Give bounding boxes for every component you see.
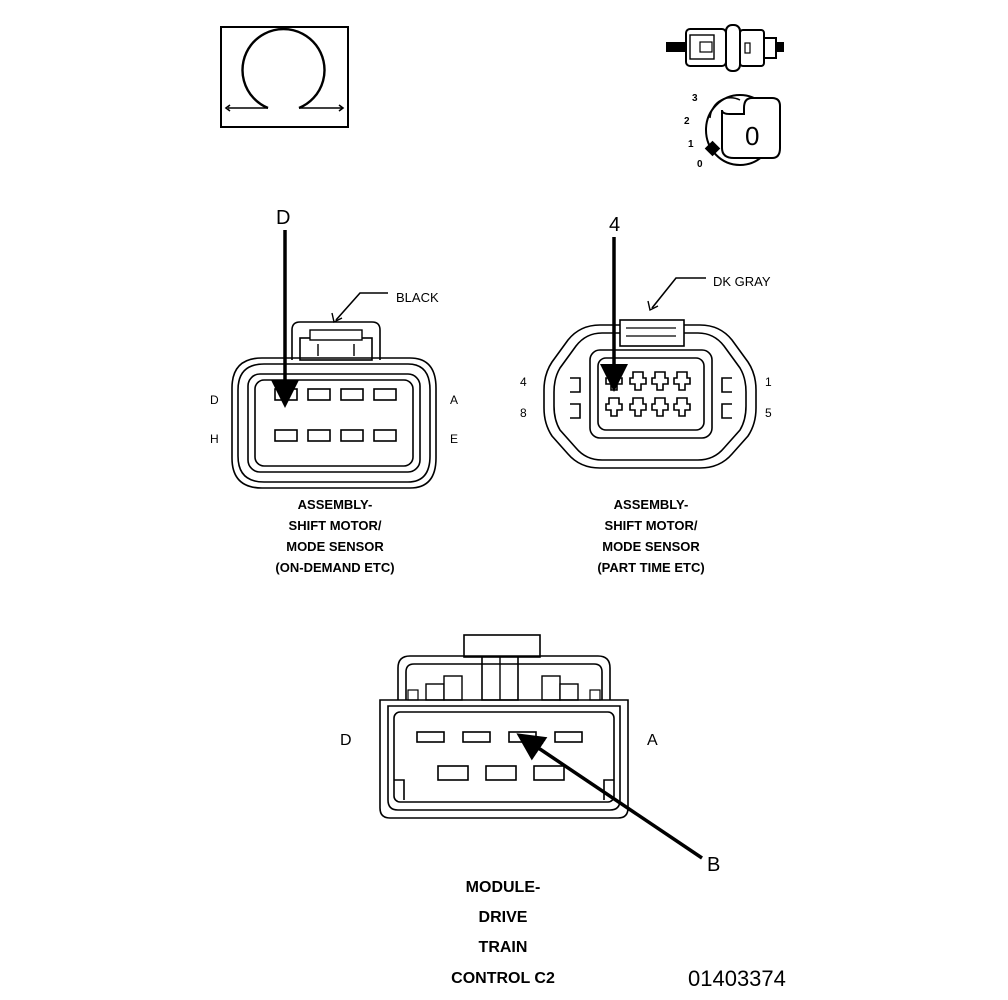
- connector-left-pin-a: A: [450, 393, 458, 407]
- color-leader-left: [335, 292, 388, 321]
- terminal-row-bottom: [437, 765, 565, 781]
- connector-left-pin-e: E: [450, 432, 458, 446]
- color-leader-right: [651, 277, 706, 309]
- connector-bottom-caption-2: DRIVE: [479, 909, 528, 926]
- callout-4-label: 4: [609, 214, 620, 236]
- connector-bottom-caption-4: CONTROL C2: [451, 970, 555, 987]
- connector-left-body: [231, 321, 437, 489]
- terminal-row-top: [416, 731, 583, 743]
- connector-right-caption-4: (PART TIME ETC): [597, 560, 704, 575]
- terminal-row-bottom: [274, 429, 397, 442]
- callout-b-arrow: [516, 733, 703, 860]
- ohm-icon: [220, 26, 349, 128]
- connector-right-pin-8: 8: [520, 406, 527, 420]
- callout-d-label: D: [276, 207, 290, 229]
- connector-bottom-caption-1: MODULE-: [466, 879, 541, 896]
- dial-position-3: 3: [692, 93, 698, 104]
- connector-right-caption-1: ASSEMBLY-: [614, 497, 689, 512]
- probe-connector-icon: [666, 24, 784, 72]
- connector-right-pin-1: 1: [765, 375, 772, 389]
- connector-bottom-pin-a: A: [647, 732, 658, 749]
- connector-right-color: DK GRAY: [713, 274, 771, 289]
- connector-bottom-body: [379, 634, 629, 819]
- connector-left-color: BLACK: [396, 290, 439, 305]
- dial-setting-label: 0: [745, 121, 759, 151]
- connector-left-caption-3: MODE SENSOR: [286, 539, 384, 554]
- connector-left-caption-1: ASSEMBLY-: [298, 497, 373, 512]
- connector-bottom-caption-3: TRAIN: [479, 939, 528, 956]
- callout-b-label: B: [707, 854, 720, 876]
- terminal-grid: [605, 371, 691, 417]
- connector-left-caption-4: (ON-DEMAND ETC): [275, 560, 394, 575]
- connector-right-body: [543, 319, 757, 469]
- terminal-row-top: [274, 388, 397, 401]
- connector-left-caption-2: SHIFT MOTOR/: [289, 518, 382, 533]
- dial-position-2: 2: [684, 116, 690, 127]
- connector-bottom-pin-d: D: [340, 732, 352, 749]
- dial-position-0: 0: [697, 159, 703, 170]
- connector-right-caption-3: MODE SENSOR: [602, 539, 700, 554]
- connector-left-pin-h: H: [210, 432, 219, 446]
- dial-position-1: 1: [688, 139, 694, 150]
- connector-right-caption-2: SHIFT MOTOR/: [605, 518, 698, 533]
- connector-right-pin-4: 4: [520, 375, 527, 389]
- figure-number: 01403374: [688, 966, 786, 991]
- connector-left-pin-d: D: [210, 393, 219, 407]
- rotary-selector-icon: [704, 94, 781, 166]
- connector-right-pin-5: 5: [765, 406, 772, 420]
